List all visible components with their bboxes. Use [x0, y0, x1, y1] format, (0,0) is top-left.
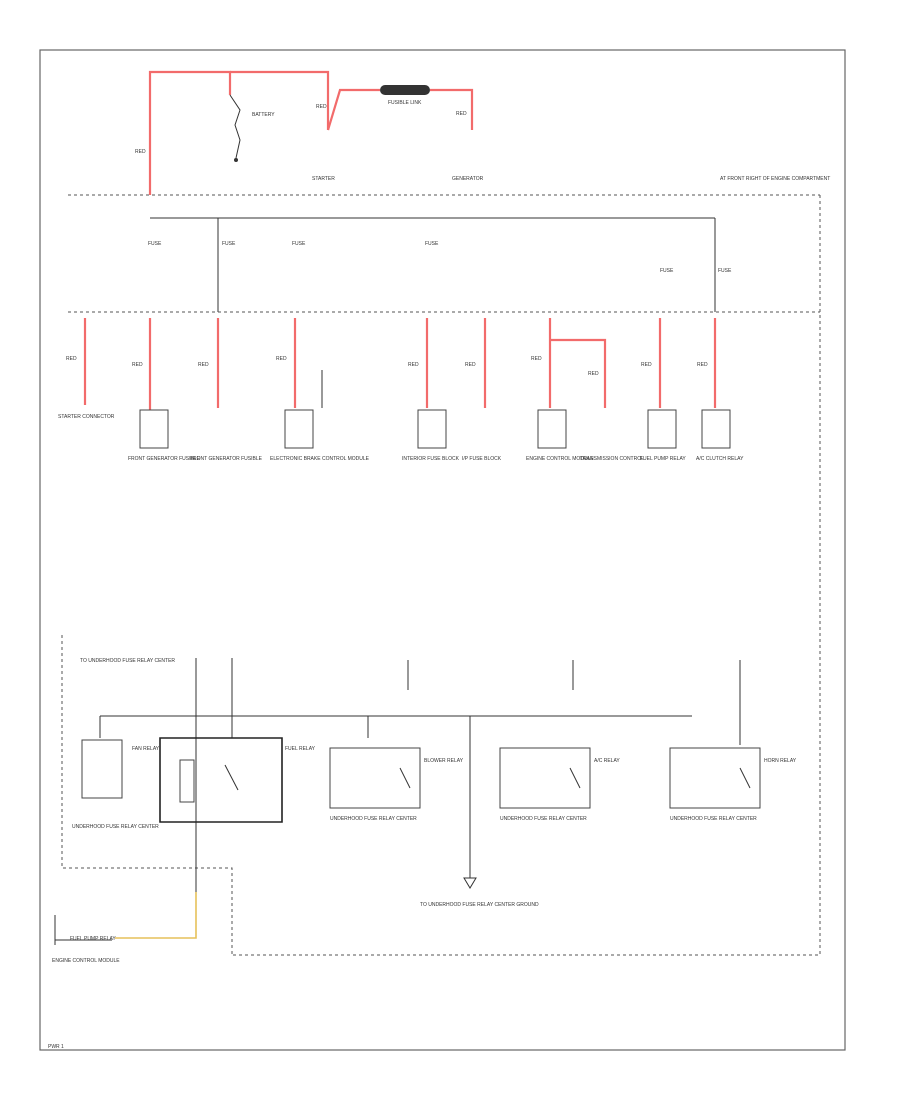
battery-label: BATTERY	[252, 112, 275, 118]
relay-label: UNDERHOOD FUSE RELAY CENTER	[330, 816, 417, 822]
circuit-wire-code: RED	[697, 362, 708, 368]
relay-labels: FAN RELAY UNDERHOOD FUSE RELAY CENTER FU…	[72, 746, 797, 830]
fusible-link-label: FUSIBLE LINK	[388, 100, 422, 106]
relay-name: BLOWER RELAY	[424, 758, 464, 764]
note-ecm: ENGINE CONTROL MODULE	[52, 958, 120, 964]
circuit-labels: STARTER CONNECTOR FRONT GENERATOR FUSIBL…	[58, 414, 744, 462]
diagram-frame	[39, 49, 846, 1051]
circuit-wire-code: RED	[198, 362, 209, 368]
relay-name: FUEL RELAY	[285, 746, 316, 752]
circuit-label: ELECTRONIC BRAKE CONTROL MODULE	[270, 456, 370, 462]
fuse-2: FUSE	[222, 241, 236, 247]
circuit-wire-code: RED	[531, 356, 542, 362]
upper-fuse-bus: FUSE FUSE FUSE FUSE FUSE FUSE	[68, 217, 820, 313]
relay-label: UNDERHOOD FUSE RELAY CENTER	[72, 824, 159, 830]
circuit-label: TRANSMISSION CONTROL	[580, 456, 644, 462]
fuse-1: FUSE	[148, 241, 162, 247]
circuit-label: FUEL PUMP RELAY	[640, 456, 686, 462]
circuit-wire-code: RED	[276, 356, 287, 362]
ground-icon	[463, 877, 477, 889]
fuse-3: FUSE	[292, 241, 306, 247]
page-marker: PWR 1	[48, 1044, 64, 1050]
wire-code-2: RED	[316, 104, 327, 110]
circuit-label: INTERIOR FUSE BLOCK	[402, 456, 460, 462]
starter-label: STARTER	[312, 176, 335, 182]
fusible-link	[380, 85, 430, 95]
note-top-left: TO UNDERHOOD FUSE RELAY CENTER	[80, 658, 175, 664]
note-fuel-pump: FUEL PUMP RELAY	[70, 936, 116, 942]
circuit-wire-codes: RED RED RED RED RED RED RED RED RED RED	[66, 356, 708, 377]
generator-label: GENERATOR	[452, 176, 484, 182]
note-ground: TO UNDERHOOD FUSE RELAY CENTER GROUND	[420, 902, 539, 908]
circuit-wire-code: RED	[132, 362, 143, 368]
fuse-4: FUSE	[425, 241, 439, 247]
circuit-wire-code: RED	[66, 356, 77, 362]
diagram-notes: TO UNDERHOOD FUSE RELAY CENTER TO UNDERH…	[48, 658, 539, 1050]
wire-code-1: RED	[135, 149, 146, 155]
wire-code-3: RED	[456, 111, 467, 117]
relay-name: HORN RELAY	[764, 758, 797, 764]
circuit-wire-code: RED	[465, 362, 476, 368]
circuit-drops	[83, 318, 717, 410]
relay-label: UNDERHOOD FUSE RELAY CENTER	[670, 816, 757, 822]
circuit-label: FRONT GENERATOR FUSIBLE	[190, 456, 263, 462]
circuit-label: FRONT GENERATOR FUSIBLE	[128, 456, 201, 462]
relay-name: FAN RELAY	[132, 746, 160, 752]
fuse-6: FUSE	[718, 268, 732, 274]
relay-name: A/C RELAY	[594, 758, 620, 764]
circuit-label: A/C CLUTCH RELAY	[696, 456, 744, 462]
right-boundary	[232, 195, 821, 956]
left-boundary	[61, 635, 233, 955]
circuit-label: ENGINE CONTROL MODULE	[526, 456, 594, 462]
relay-section	[54, 658, 761, 945]
component-boxes	[139, 409, 731, 449]
relay-label: UNDERHOOD FUSE RELAY CENTER	[500, 816, 587, 822]
circuit-label: STARTER CONNECTOR	[58, 414, 115, 420]
circuit-wire-code: RED	[408, 362, 419, 368]
fuse-5: FUSE	[660, 268, 674, 274]
circuit-label: I/P FUSE BLOCK	[462, 456, 502, 462]
circuit-wire-code: RED	[588, 371, 599, 377]
circuit-wire-code: RED	[641, 362, 652, 368]
top-power-section: RED RED RED BATTERY FUSIBLE LINK STARTER…	[135, 70, 830, 195]
location-note: AT FRONT RIGHT OF ENGINE COMPARTMENT	[720, 176, 830, 182]
